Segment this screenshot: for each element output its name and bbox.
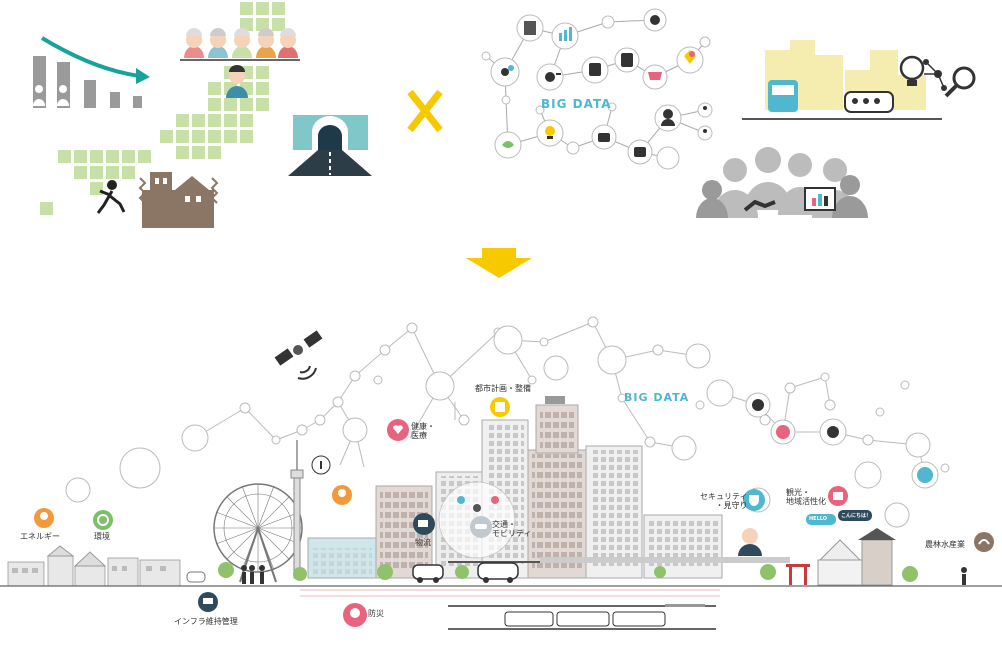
down-arrow-icon	[466, 248, 532, 278]
multiply-icon	[407, 89, 443, 133]
hello-bubble-text: HELLO	[809, 516, 828, 522]
population-decline-chart	[33, 36, 150, 108]
ferris-wheel-icon	[213, 483, 303, 583]
train-icon	[768, 80, 798, 112]
label-energy: エネルギー	[20, 532, 60, 541]
big-data-icons	[501, 15, 707, 157]
magnifier-icon	[952, 66, 976, 90]
robot-icon	[752, 399, 764, 411]
bus-icon	[844, 91, 894, 113]
label-agriculture: 農林水産業	[925, 540, 965, 549]
smart-town-scene	[742, 40, 976, 120]
speech-bubbles	[806, 510, 872, 525]
yen-icon	[827, 426, 839, 438]
konnichiwa-bubble-text: こんにちは！	[841, 513, 872, 519]
environment-icon	[93, 510, 113, 530]
network-hub-icon	[776, 425, 790, 439]
satellite-icon	[274, 330, 323, 380]
disaster-houses-icon	[96, 172, 219, 228]
big-data-nodes	[481, 8, 713, 170]
big-data-title-top: BIG DATA	[541, 97, 612, 111]
like-icon	[917, 467, 933, 483]
label-health: 健康・ 医療	[411, 422, 435, 441]
label-environment: 環境	[94, 532, 110, 541]
lightbulb-icon	[899, 55, 925, 81]
decline-arrow-icon	[40, 36, 141, 78]
vehicles	[186, 481, 519, 583]
label-security: セキュリティ ・見守り	[700, 492, 748, 511]
label-disaster: 防災	[368, 609, 384, 618]
label-urban-planning: 都市計画・整備	[475, 384, 531, 393]
trees	[218, 562, 918, 582]
label-mobility: 交通・ モビリティ	[492, 520, 532, 539]
tower-icon	[290, 440, 304, 579]
label-tourism: 観光・ 地域活性化	[786, 488, 826, 507]
label-logistics: 物流	[415, 538, 431, 547]
label-infrastructure: インフラ維持管理	[174, 617, 238, 626]
people	[241, 528, 967, 585]
big-data-title-city: BIG DATA	[624, 391, 690, 404]
elderly-group-icon	[180, 28, 300, 98]
tunnel-icon	[288, 115, 372, 176]
ground-and-rail	[0, 557, 1002, 630]
business-people-icon	[696, 147, 868, 218]
agriculture-icon	[974, 532, 994, 552]
